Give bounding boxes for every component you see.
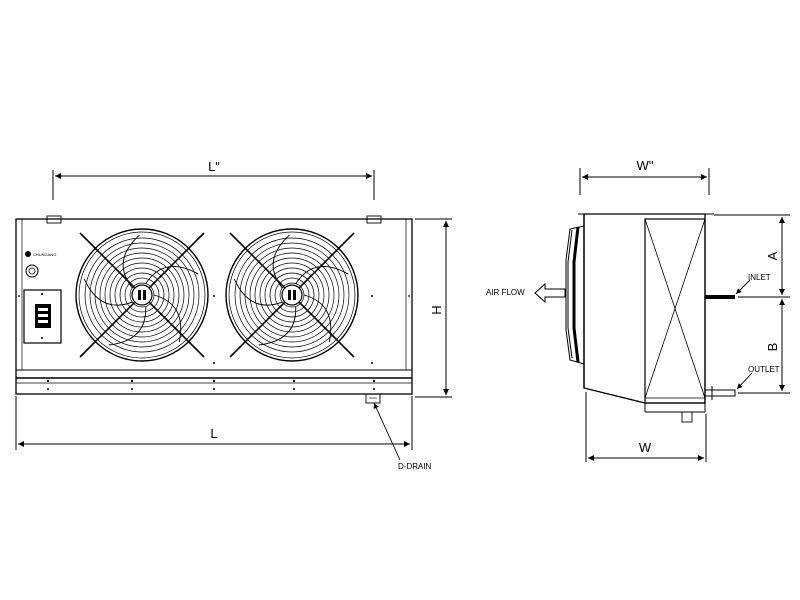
front-height-label: H (429, 305, 444, 314)
drain-callout: D-DRAIN (373, 402, 432, 471)
inlet-callout: INLET (735, 273, 771, 295)
outlet-pipe (704, 389, 736, 397)
side-housing (578, 213, 736, 423)
air-flow-arrow-icon (534, 282, 566, 304)
side-drain-fitting (681, 411, 693, 423)
control-box (23, 289, 62, 344)
brand-label: CHUNGANG (25, 251, 56, 257)
housing-rivets (18, 295, 410, 390)
front-bottom-dimension: L (15, 396, 413, 450)
fan-guard-icon (225, 228, 359, 362)
gauge-icon (25, 264, 39, 278)
inlet-label: INLET (748, 273, 771, 282)
brand-text: CHUNGANG (33, 252, 56, 257)
fan-guard-icon (75, 228, 209, 362)
drain-label: D-DRAIN (398, 462, 432, 471)
outlet-callout: OUTLET (736, 365, 780, 390)
side-dim-b-label: B (765, 343, 780, 352)
inlet-pipe (705, 295, 735, 299)
brand-logo-icon (25, 251, 31, 257)
side-ab-dimensions: A B (714, 214, 790, 394)
side-bottom-dimension: W (585, 392, 707, 462)
hanger-bracket-right (366, 215, 382, 224)
air-flow-indicator: AIR FLOW (486, 282, 566, 304)
air-flow-label: AIR FLOW (486, 288, 525, 297)
side-view: W" (486, 158, 790, 462)
side-top-dimension: W" (579, 158, 710, 195)
side-bottom-dimension-label: W (639, 440, 652, 455)
side-dim-a-label: A (765, 251, 780, 260)
fan-motor-profile (565, 225, 585, 365)
drain-fitting (365, 393, 381, 404)
front-bottom-dimension-label: L (210, 426, 217, 441)
front-housing (15, 215, 413, 404)
front-height-dimension: H (415, 218, 452, 398)
front-top-dimension: L" (52, 159, 375, 200)
front-top-dimension-label: L" (208, 159, 220, 174)
front-view: L" (15, 159, 452, 471)
outlet-label: OUTLET (748, 365, 780, 374)
hanger-bracket-left (46, 215, 62, 224)
side-top-dimension-label: W" (637, 158, 654, 173)
